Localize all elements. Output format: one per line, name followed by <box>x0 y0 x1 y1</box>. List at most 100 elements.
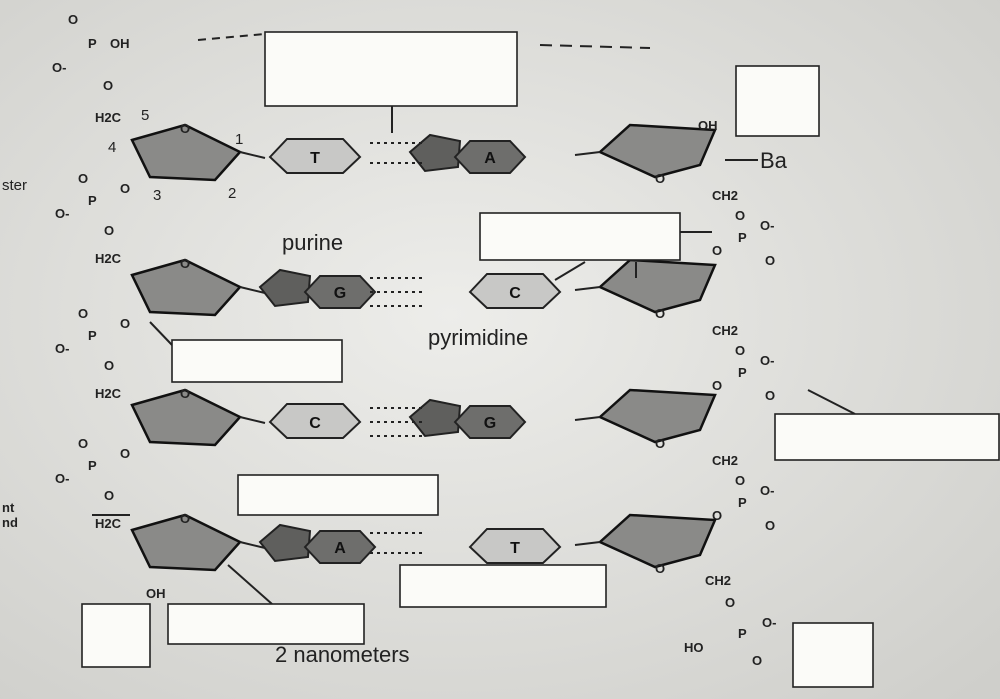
answer-box-9[interactable] <box>167 603 365 645</box>
purine-base-G: G <box>258 268 377 309</box>
phosphorus-label: P <box>88 328 97 343</box>
answer-box-7[interactable] <box>399 564 607 608</box>
leader-lines <box>92 33 856 605</box>
ring-oxygen: O <box>180 386 190 401</box>
deoxyribose-sugar-left <box>130 513 243 572</box>
partial-label-nd: nd <box>2 515 18 530</box>
answer-box-8[interactable] <box>81 603 151 668</box>
pyrimidine-base-T: T <box>468 528 562 564</box>
h2c-label: H2C <box>95 251 122 266</box>
oxygen-label: O <box>103 78 113 93</box>
purine-label: purine <box>282 230 343 255</box>
width-label: 2 nanometers <box>275 642 410 667</box>
deoxyribose-sugar-left <box>130 388 243 447</box>
carbon-1-label: 1 <box>235 131 243 148</box>
deoxyribose-sugar-right <box>597 258 717 314</box>
oxygen-label: O <box>765 518 775 533</box>
oxygen-label: O <box>104 488 114 503</box>
oxygen-label: O <box>725 595 735 610</box>
answer-box-1[interactable] <box>264 31 518 107</box>
answer-box-4[interactable] <box>171 339 343 383</box>
oxygen-label: O <box>120 446 130 461</box>
ring-oxygen: O <box>180 121 190 136</box>
oxygen-label: O <box>712 378 722 393</box>
oxygen-label: O <box>735 208 745 223</box>
hydroxyl-label-bottom: OH <box>146 586 166 601</box>
carbon-5-label: 5 <box>141 107 149 124</box>
oxygen-label: O <box>712 508 722 523</box>
answer-box-10[interactable] <box>792 622 874 688</box>
pyrimidine-base-T: T <box>268 138 362 174</box>
oxygen-minus-label: O- <box>55 341 69 356</box>
oxygen-minus-label: O- <box>760 218 774 233</box>
deoxyribose-sugar-left <box>130 123 243 182</box>
deoxyribose-sugar-right <box>597 388 717 444</box>
base-letter: T <box>310 150 320 167</box>
oxygen-label: O <box>712 243 722 258</box>
phosphodiester-partial-label: ster <box>2 177 27 194</box>
ring-oxygen: O <box>180 511 190 526</box>
pyrimidine-label: pyrimidine <box>428 325 528 350</box>
phosphorus-label: P <box>88 193 97 208</box>
answer-box-6[interactable] <box>237 474 439 516</box>
answer-boxes <box>81 31 1000 688</box>
answer-box-5[interactable] <box>774 413 1000 461</box>
partial-label-nt: nt <box>2 500 15 515</box>
oxygen-label: O <box>78 171 88 186</box>
pyrimidine-base-C: C <box>468 273 562 309</box>
ch2-label: CH2 <box>705 573 731 588</box>
answer-box-3[interactable] <box>479 212 681 261</box>
h2c-label: H2C <box>95 110 122 125</box>
purine-base-A: A <box>408 133 527 174</box>
phosphorus-label: P <box>88 458 97 473</box>
ring-oxygen: O <box>180 256 190 271</box>
oxygen-label: O <box>68 12 78 27</box>
top-phosphate: O P OH O- O H2C <box>52 12 130 125</box>
pyrimidine-base-C: C <box>268 403 362 439</box>
ring-oxygen: O <box>655 561 665 576</box>
ring-oxygen: O <box>655 306 665 321</box>
oxygen-label: O <box>104 223 114 238</box>
base-letter: G <box>334 285 346 302</box>
hydroxyl-label-right: OH <box>698 118 718 133</box>
phosphorus-label: P <box>738 365 747 380</box>
deoxyribose-sugar-right <box>597 513 717 569</box>
carbon-2-label: 2 <box>228 185 236 202</box>
h2c-label: H2C <box>95 516 122 531</box>
ring-oxygen: O <box>655 171 665 186</box>
phosphorus-label: P <box>738 495 747 510</box>
oxygen-label: O <box>765 253 775 268</box>
ch2-label: CH2 <box>712 188 738 203</box>
base-letter: A <box>334 540 346 557</box>
deoxyribose-sugar-right <box>597 123 717 179</box>
partial-label-ba: Ba <box>760 148 788 173</box>
ring-oxygen: O <box>655 436 665 451</box>
purine-base-A: A <box>258 523 377 564</box>
oxygen-label: O <box>120 316 130 331</box>
oxygen-minus-label: O- <box>52 60 66 75</box>
oxygen-minus-label: O- <box>762 615 776 630</box>
h2c-label: H2C <box>95 386 122 401</box>
oxygen-minus-label: O- <box>55 471 69 486</box>
oxygen-label: O <box>735 473 745 488</box>
carbon-4-label: 4 <box>108 139 116 156</box>
oxygen-minus-label: O- <box>55 206 69 221</box>
purine-base-G: G <box>408 398 527 439</box>
carbon-3-label: 3 <box>153 187 161 204</box>
oxygen-label: O <box>735 343 745 358</box>
ch2-label: CH2 <box>712 453 738 468</box>
base-letter: G <box>484 415 496 432</box>
phosphorus-label: P <box>88 36 97 51</box>
base-letter: T <box>510 540 520 557</box>
phosphorus-label: P <box>738 230 747 245</box>
deoxyribose-sugar-left <box>130 258 243 317</box>
base-letter: C <box>309 415 321 432</box>
oxygen-label: O <box>78 306 88 321</box>
answer-box-2[interactable] <box>735 65 820 137</box>
oxygen-label: O <box>120 181 130 196</box>
oxygen-minus-label: O- <box>760 483 774 498</box>
